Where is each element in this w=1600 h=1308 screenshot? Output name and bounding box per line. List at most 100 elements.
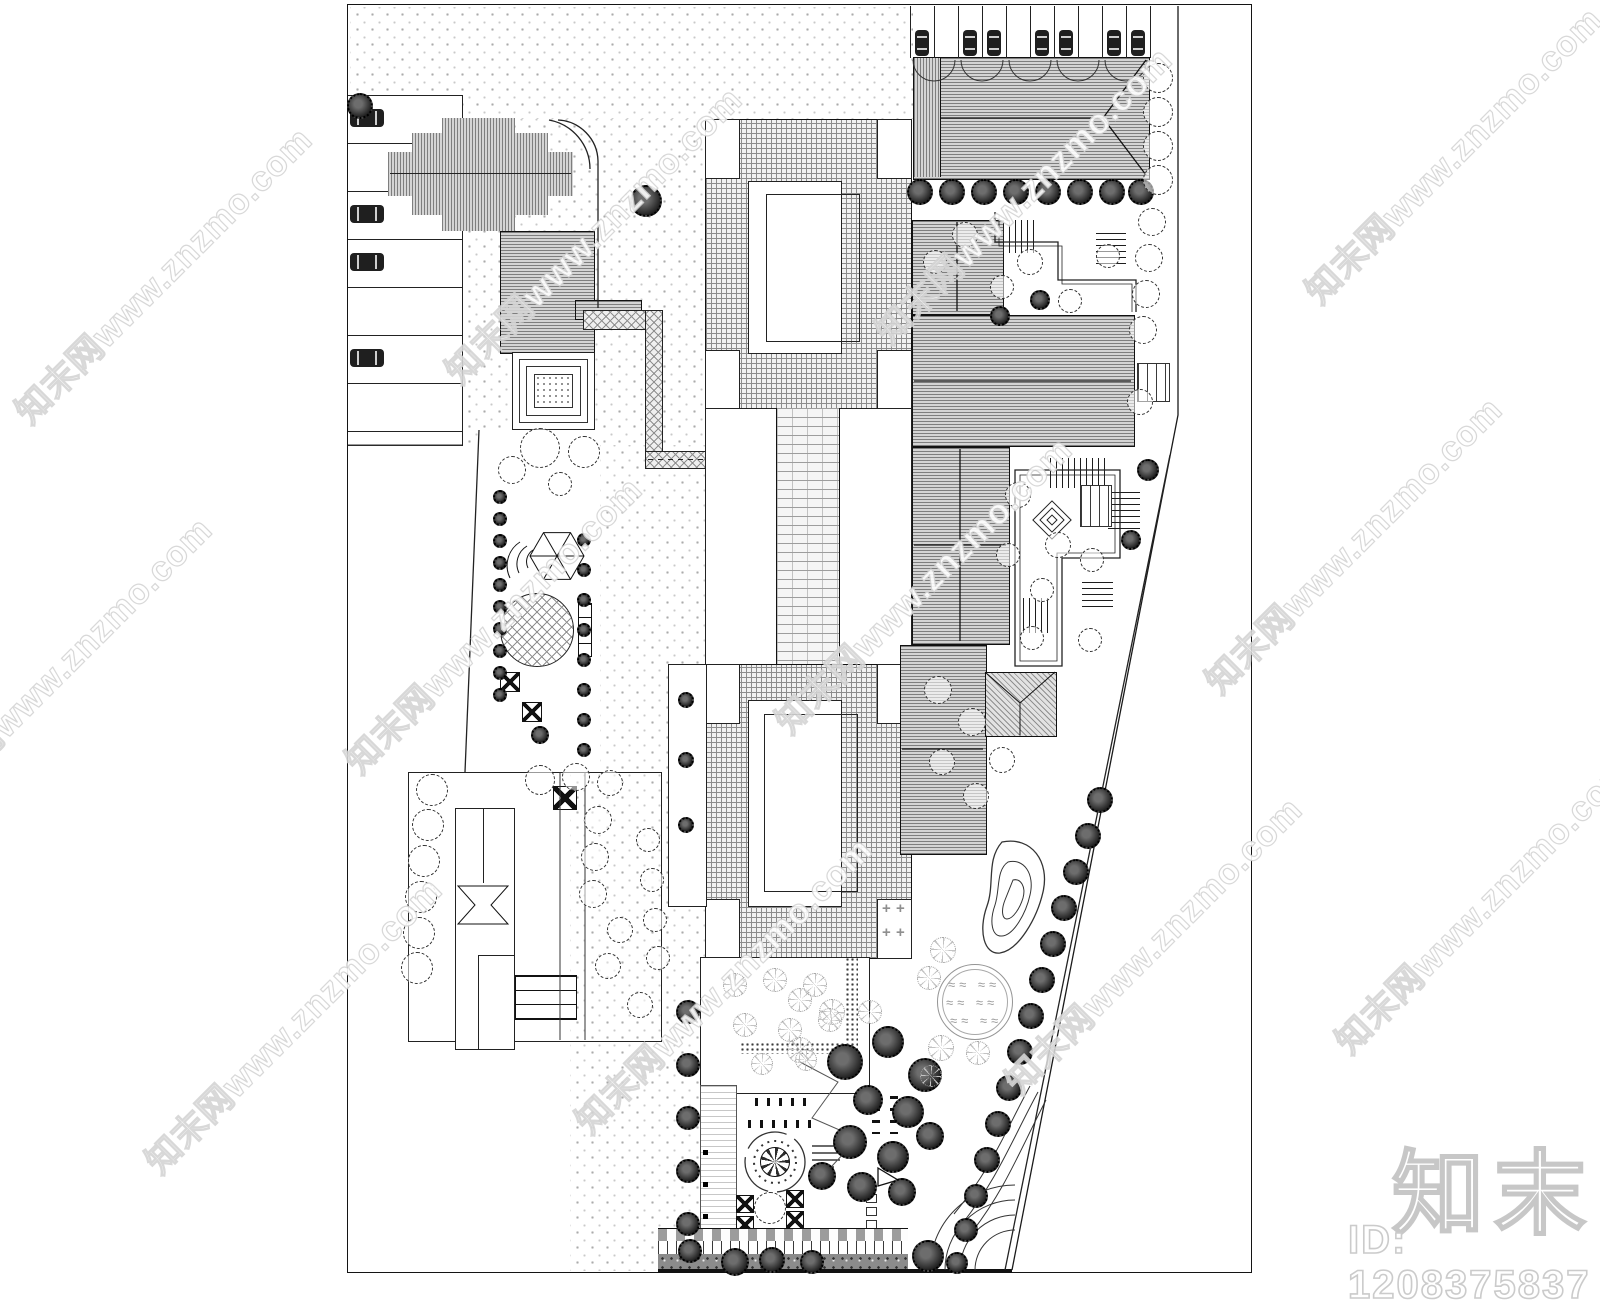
tree-symbol-outline — [1143, 97, 1173, 127]
tree-symbol-dark — [1007, 1039, 1033, 1065]
flower-mark: + — [882, 924, 891, 941]
tree-symbol-outline — [581, 843, 609, 871]
tree-symbol-dark — [676, 1212, 700, 1236]
tree-symbol-outline — [405, 881, 437, 913]
tree-symbol-dark — [678, 1239, 702, 1263]
tree-symbol-outline — [520, 428, 560, 468]
tree-symbol-dark — [531, 726, 549, 744]
tree-symbol-outline — [1005, 482, 1031, 508]
asset-id: ID: 1208375837 — [1347, 1217, 1591, 1308]
tree-symbol-gray — [795, 1049, 817, 1071]
tree-symbol-dark — [493, 578, 507, 592]
tree-symbol-dark — [493, 666, 507, 680]
tree-symbol-outline — [412, 809, 444, 841]
tree-symbol-dark — [493, 512, 507, 526]
tree-symbol-outline — [548, 472, 572, 496]
tree-symbol-outline — [597, 770, 623, 796]
znzmo-logo: 知末 — [1391, 1143, 1597, 1247]
tree-symbol-outline — [1138, 208, 1166, 236]
tree-symbol-outline — [990, 275, 1014, 299]
parking-stall-line — [910, 6, 911, 58]
tree-symbol-outline — [584, 806, 612, 834]
pond: ≈≈ ≈≈ ≈≈ ≈≈ ≈≈ ≈≈ — [937, 964, 1013, 1040]
bld2-courtyard-eave — [764, 714, 858, 892]
lamp-1 — [703, 1150, 708, 1155]
tree-symbol-gray — [920, 1065, 942, 1087]
tree-symbol-outline — [923, 250, 947, 274]
tree-symbol-dark — [907, 179, 933, 205]
planter-x-4 — [736, 1195, 754, 1213]
tree-symbol-outline — [646, 946, 670, 970]
tree-symbol-dark — [877, 1141, 909, 1173]
watermark-text: 知末网www.znzmo.com — [1328, 749, 1600, 1062]
tree-symbol-dark — [946, 1252, 968, 1274]
tree-symbol-outline — [595, 953, 621, 979]
tree-symbol-dark — [1003, 179, 1029, 205]
tree-symbol-dark — [833, 1125, 867, 1159]
stepping-stone-2 — [866, 1207, 877, 1216]
tree-symbol-outline — [1017, 249, 1043, 275]
tree-symbol-outline — [562, 763, 590, 791]
tree-symbol-gray — [930, 937, 956, 963]
car-icon — [350, 205, 384, 223]
tree-symbol-dark — [493, 556, 507, 570]
watermark-text: 知末网www.znzmo.com — [1198, 389, 1511, 702]
tree-symbol-dark — [800, 1250, 824, 1274]
tree-symbol-dark — [872, 1026, 904, 1058]
tree-symbol-dark — [676, 1053, 700, 1077]
tree-symbol-gray — [763, 968, 787, 992]
tree-symbol-dark — [1137, 459, 1159, 481]
tree-symbol-dark — [1087, 787, 1113, 813]
tree-symbol-dark — [1099, 179, 1125, 205]
car-icon — [915, 30, 929, 56]
tree-symbol-outline — [498, 456, 526, 484]
parking-stall-line — [348, 239, 462, 240]
tree-symbol-dark — [577, 683, 591, 697]
bld1-notch-bl — [705, 350, 740, 410]
tree-symbol-dark — [347, 93, 373, 119]
tree-symbol-gray — [818, 1008, 842, 1032]
tree-symbol-outline — [1143, 63, 1173, 93]
tree-symbol-outline — [989, 747, 1015, 773]
tree-symbol-dark — [996, 1075, 1022, 1101]
tree-symbol-dark — [678, 692, 694, 708]
pavilion-core — [534, 374, 573, 408]
flower-mark: + — [882, 900, 891, 917]
tree-symbol-dark — [847, 1172, 877, 1202]
bld1-notch-tl — [705, 119, 740, 179]
tree-symbol-dark — [1030, 290, 1050, 310]
tree-symbol-dark — [892, 1096, 924, 1128]
tree-symbol-dark — [493, 644, 507, 658]
car-icon — [350, 349, 384, 367]
tree-symbol-outline — [1143, 131, 1173, 161]
tree-symbol-outline — [1030, 578, 1054, 602]
car-icon — [1059, 30, 1073, 56]
tree-symbol-outline — [1080, 548, 1104, 572]
post-row-1 — [755, 1098, 815, 1106]
bld2-court-se: ++++ — [877, 899, 912, 959]
pavilion-roof-ring2 — [526, 366, 581, 416]
car-icon — [963, 30, 977, 56]
tree-symbol-dark — [888, 1178, 916, 1206]
parking-stall-line — [348, 287, 462, 288]
tree-symbol-outline — [636, 828, 660, 852]
parking-stall-line — [348, 143, 462, 144]
parking-stall-line — [1006, 6, 1007, 58]
site-plan-canvas: ++++ — [347, 4, 1252, 1276]
tree-symbol-dark — [1067, 179, 1093, 205]
brick-path — [776, 408, 840, 664]
tree-symbol-outline — [996, 543, 1020, 567]
tree-symbol-dark — [1075, 823, 1101, 849]
parking-stall-line — [348, 383, 462, 384]
tree-symbol-outline — [1078, 628, 1102, 652]
tree-symbol-dark — [493, 688, 507, 702]
tree-symbol-dark — [759, 1247, 785, 1273]
parking-stall-line — [348, 335, 462, 336]
tree-symbol-dark — [974, 1147, 1000, 1173]
parking-stall-line — [1054, 6, 1055, 58]
tree-symbol-outline — [607, 917, 633, 943]
tree-symbol-gray — [751, 1053, 773, 1075]
tree-symbol-dark — [577, 533, 591, 547]
post-col-1 — [872, 1096, 880, 1134]
